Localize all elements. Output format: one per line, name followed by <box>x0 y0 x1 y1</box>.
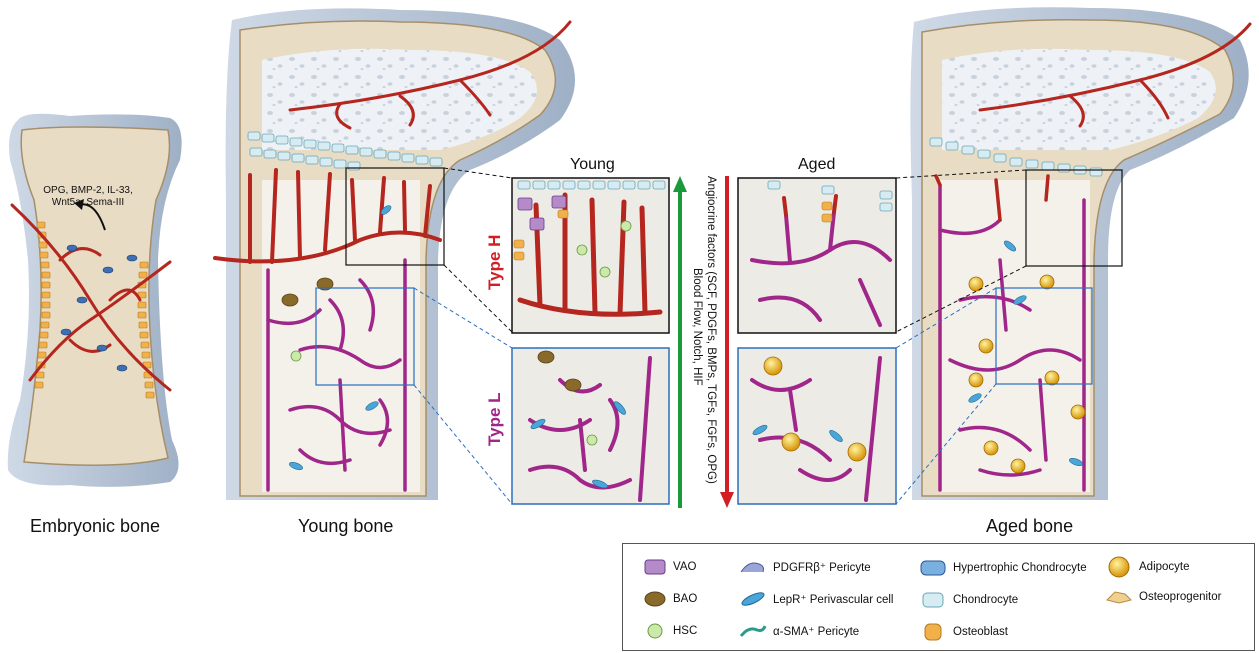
pdgfrb-pericyte-icon <box>740 562 764 573</box>
aged-type-l-panel <box>737 347 897 505</box>
angiocrine-factors-text: Angiocrine factors (SCF, PDGFs, BMPs, TG… <box>705 176 717 484</box>
legend: VAO BAO HSC PDGFRβ⁺ Pericyte LepR⁺ Periv… <box>622 543 1255 651</box>
vao-icon <box>644 559 666 575</box>
hypertrophic-chondrocyte-icon <box>920 560 946 576</box>
legend-item-adipocyte: Adipocyte <box>1105 556 1190 578</box>
legend-label-osteoprogenitor: Osteoprogenitor <box>1139 591 1222 603</box>
young-bone-caption: Young bone <box>298 516 394 536</box>
legend-item-vao: VAO <box>643 558 696 576</box>
legend-label-hypertrophic: Hypertrophic Chondrocyte <box>953 562 1087 574</box>
bao-icon <box>644 591 666 607</box>
young-panel-title: Young <box>570 156 615 173</box>
aged-bone <box>895 7 1252 505</box>
legend-label-asma: α-SMA⁺ Pericyte <box>773 626 860 638</box>
aged-panel-title: Aged <box>798 156 836 173</box>
legend-item-lepr: LepR⁺ Perivascular cell <box>739 590 893 608</box>
central-arrows <box>673 176 734 508</box>
aged-type-h-panel <box>737 177 897 334</box>
type-l-label: Type L <box>485 392 504 446</box>
legend-item-chondrocyte: Chondrocyte <box>919 590 1018 610</box>
asma-pericyte-icon <box>739 625 767 637</box>
legend-item-asma: α-SMA⁺ Pericyte <box>739 622 859 640</box>
legend-item-bao: BAO <box>643 590 697 608</box>
osteoblast-icon <box>924 623 942 641</box>
legend-item-hypertrophic: Hypertrophic Chondrocyte <box>919 558 1087 578</box>
aged-bone-caption: Aged bone <box>986 516 1074 536</box>
legend-label-adipocyte: Adipocyte <box>1139 561 1190 573</box>
legend-item-osteoblast: Osteoblast <box>919 622 1008 642</box>
embryonic-factors-line2: Wnt5a, Sema-III <box>51 197 125 208</box>
embryonic-bone-caption: Embryonic bone <box>30 516 161 536</box>
chondrocyte-icon <box>922 592 944 608</box>
young-type-l-panel <box>511 347 670 505</box>
legend-item-hsc: HSC <box>643 622 697 640</box>
legend-label-lepr: LepR⁺ Perivascular cell <box>773 594 894 606</box>
legend-label-bao: BAO <box>673 593 698 605</box>
lepr-cell-icon <box>741 592 765 606</box>
legend-label-hsc: HSC <box>673 625 698 637</box>
legend-label-chondrocyte: Chondrocyte <box>953 594 1019 606</box>
legend-label-pdgfrb: PDGFRβ⁺ Pericyte <box>773 562 871 574</box>
adipocyte-icon <box>1108 556 1130 578</box>
osteoprogenitor-icon <box>1106 591 1132 604</box>
embryonic-bone <box>7 113 182 487</box>
hsc-icon <box>647 623 663 639</box>
young-bone <box>213 8 575 505</box>
legend-item-osteoprogenitor: Osteoprogenitor <box>1105 588 1221 606</box>
type-h-label: Type H <box>485 234 504 290</box>
embryonic-factors-label: OPG, BMP-2, IL-33, Wnt5a, Sema-III <box>38 185 138 209</box>
legend-label-osteoblast: Osteoblast <box>953 626 1008 638</box>
blood-flow-text: Blood Flow, Notch, HIF <box>691 268 703 386</box>
young-type-h-panel <box>511 177 670 334</box>
legend-label-vao: VAO <box>673 561 697 573</box>
legend-item-pdgfrb: PDGFRβ⁺ Pericyte <box>739 558 871 576</box>
embryonic-factors-line1: OPG, BMP-2, IL-33, <box>43 185 133 196</box>
